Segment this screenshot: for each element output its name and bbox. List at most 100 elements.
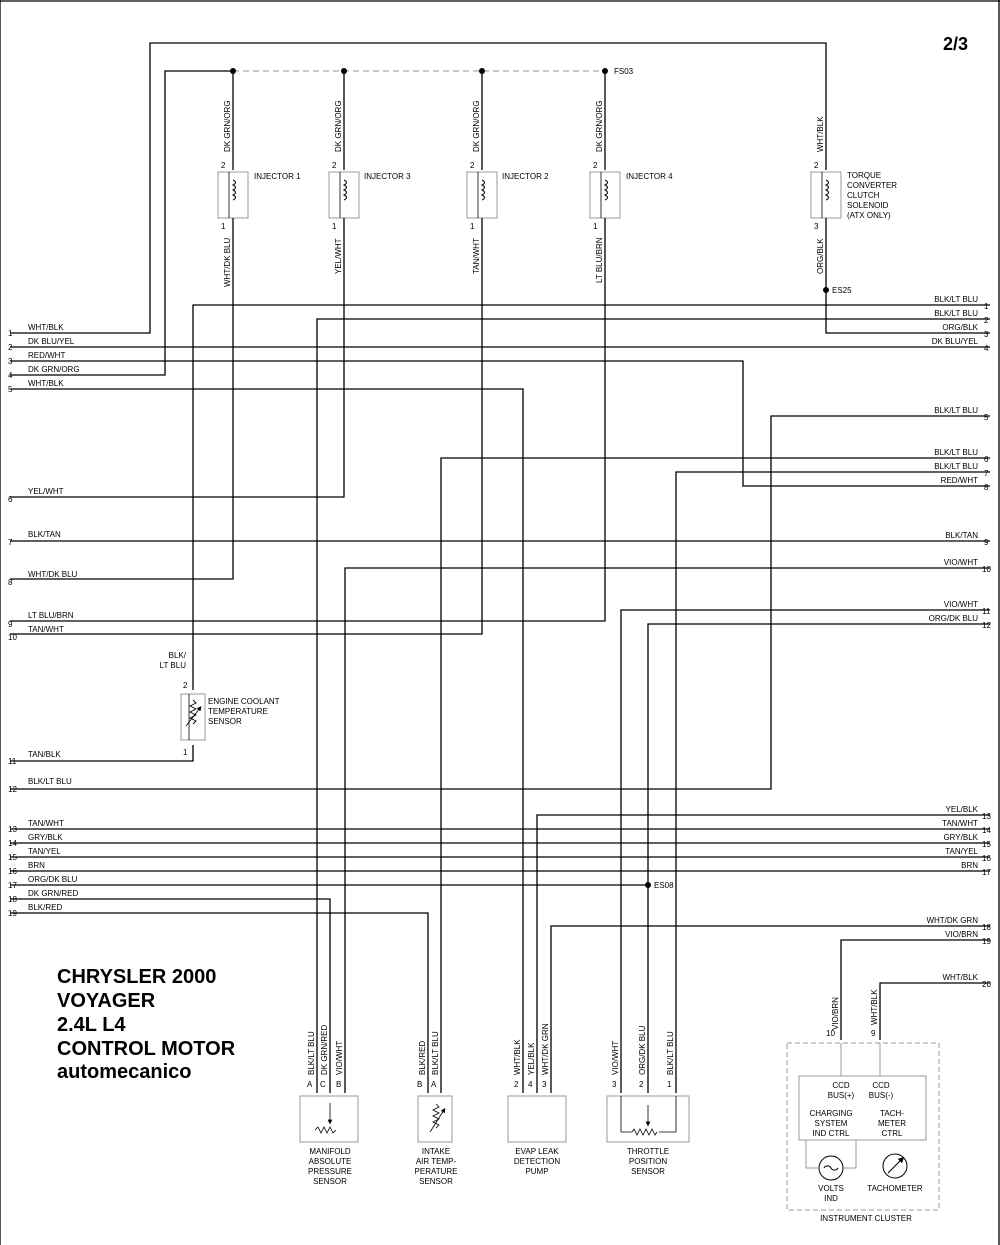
diagram-label: 3 [612, 1080, 617, 1089]
intake-air-temperature-sensor: BLK/RED BLK/LT BLU B A INTAKE AIR TEMP- … [415, 1031, 458, 1186]
diagram-label: 2 [593, 161, 598, 170]
diagram-label: 16 [8, 867, 17, 876]
evap-leak-detection-pump: WHT/BLK YEL/BLK WHT/DK GRN 2 4 3 EVAP LE… [507, 1023, 567, 1176]
diagram-label: DETECTION [514, 1157, 560, 1166]
page-number: 2/3 [943, 34, 968, 54]
diagram-label: 2 [984, 316, 989, 325]
diagram-label: 9 [871, 1029, 876, 1038]
torque-converter-solenoid [810, 171, 842, 219]
diagram-label: RED/WHT [941, 476, 978, 485]
diagram-label: RED/WHT [28, 351, 65, 360]
diagram-label: TAN/WHT [942, 819, 978, 828]
diagram-label: 15 [8, 853, 17, 862]
diagram-label: 15 [982, 840, 991, 849]
diagram-label: ABSOLUTE [309, 1157, 352, 1166]
diagram-label: WHT/DK BLU [28, 570, 78, 579]
diagram-label: 1 [332, 222, 337, 231]
diagram-label: BLK/RED [418, 1041, 427, 1075]
diagram-label: BLK/LT BLU [934, 448, 978, 457]
diagram-label: B [417, 1080, 422, 1089]
diagram-label: CHRYSLER 2000 [57, 966, 216, 988]
diagram-label: VIO/BRN [831, 997, 840, 1030]
injector-3 [328, 171, 360, 219]
diagram-label: YEL/WHT [28, 487, 64, 496]
diagram-label: DK GRN/RED [28, 889, 78, 898]
diagram-label: PUMP [525, 1167, 548, 1176]
diagram-label: VIO/BRN [945, 930, 978, 939]
diagram-label: BLK/RED [28, 903, 62, 912]
diagram-label: WHT/BLK [942, 973, 978, 982]
diagram-label: DK GRN/RED [320, 1025, 329, 1075]
diagram-label: TORQUE [847, 171, 881, 180]
diagram-label: THROTTLE [627, 1147, 669, 1156]
diagram-label: CCD [832, 1081, 850, 1090]
diagram-label: 16 [982, 854, 991, 863]
diagram-label: 11 [8, 757, 17, 766]
diagram-label: TAN/WHT [28, 625, 64, 634]
diagram-label: SOLENOID [847, 201, 889, 210]
diagram-label: SENSOR [208, 717, 242, 726]
diagram-label: 2 [470, 161, 475, 170]
diagram-label: VOLTS [818, 1184, 844, 1193]
diagram-label: 3 [542, 1080, 547, 1089]
diagram-label: 4 [984, 344, 989, 353]
injector-2-label: INJECTOR 2 [502, 172, 549, 181]
diagram-label: 12 [8, 785, 17, 794]
injector-1-label: INJECTOR 1 [254, 172, 301, 181]
diagram-label: BLK/TAN [945, 531, 978, 540]
diagram-label: BLK/ [169, 651, 187, 660]
wire-wht-blk-tcc [10, 42, 827, 334]
diagram-label: 2 [814, 161, 819, 170]
diagram-label: YEL/BLK [946, 805, 979, 814]
diagram-label: TACHOMETER [867, 1184, 923, 1193]
diagram-label: LT BLU/BRN [595, 237, 604, 283]
diagram-label: YEL/WHT [334, 238, 343, 274]
diagram-label: BLK/LT BLU [431, 1031, 440, 1075]
diagram-label: BLK/LT BLU [666, 1031, 675, 1075]
diagram-label: GRY/BLK [943, 833, 978, 842]
diagram-label: 2 [332, 161, 337, 170]
diagram-label: EVAP LEAK [515, 1147, 559, 1156]
diagram-label: BRN [961, 861, 978, 870]
diagram-label: DK GRN/ORG [334, 100, 343, 152]
diagram-label: SENSOR [419, 1177, 453, 1186]
diagram-label: TACH- [880, 1109, 904, 1118]
diagram-label: 1 [593, 222, 598, 231]
diagram-label: BLK/LT BLU [28, 777, 72, 786]
diagram-label: WHT/BLK [28, 379, 64, 388]
diagram-label: CONVERTER [847, 181, 897, 190]
diagram-label: 17 [8, 881, 17, 890]
engine-coolant-temperature-sensor: BLK/ LT BLU 2 1 ENGINE COOLANT TEMPERATU… [160, 651, 280, 757]
diagram-label: 1 [8, 329, 13, 338]
injector-4 [589, 171, 621, 219]
diagram-label: 10 [826, 1029, 835, 1038]
diagram-label: GRY/BLK [28, 833, 63, 842]
splice-fs03-label: FS03 [614, 67, 634, 76]
diagram-label: 18 [8, 895, 17, 904]
diagram-label: BRN [28, 861, 45, 870]
diagram-label: A [431, 1080, 437, 1089]
diagram-label: CTRL [882, 1129, 903, 1138]
diagram-label: 6 [984, 455, 989, 464]
diagram-label: ENGINE COOLANT [208, 697, 280, 706]
diagram-label: CCD [872, 1081, 890, 1090]
diagram-label: 18 [982, 923, 991, 932]
diagram-label: VIO/WHT [944, 558, 978, 567]
diagram-label: (ATX ONLY) [847, 211, 891, 220]
throttle-position-sensor: VIO/WHT ORG/DK BLU BLK/LT BLU 3 2 1 THRO… [606, 1025, 690, 1176]
diagram-label: C [320, 1080, 326, 1089]
diagram-label: 17 [982, 868, 991, 877]
diagram-label: 1 [667, 1080, 672, 1089]
injector-2 [466, 171, 498, 219]
diagram-label: SYSTEM [815, 1119, 848, 1128]
diagram-label: ES08 [654, 881, 674, 890]
diagram-label: BLK/LT BLU [934, 462, 978, 471]
diagram-label: 1 [183, 748, 188, 757]
diagram-label: WHT/BLK [870, 989, 879, 1025]
diagram-label: BUS(+) [828, 1091, 855, 1100]
diagram-label: 2 [183, 681, 188, 690]
diagram-label: WHT/DK BLU [223, 237, 232, 287]
diagram-label: 9 [8, 620, 13, 629]
